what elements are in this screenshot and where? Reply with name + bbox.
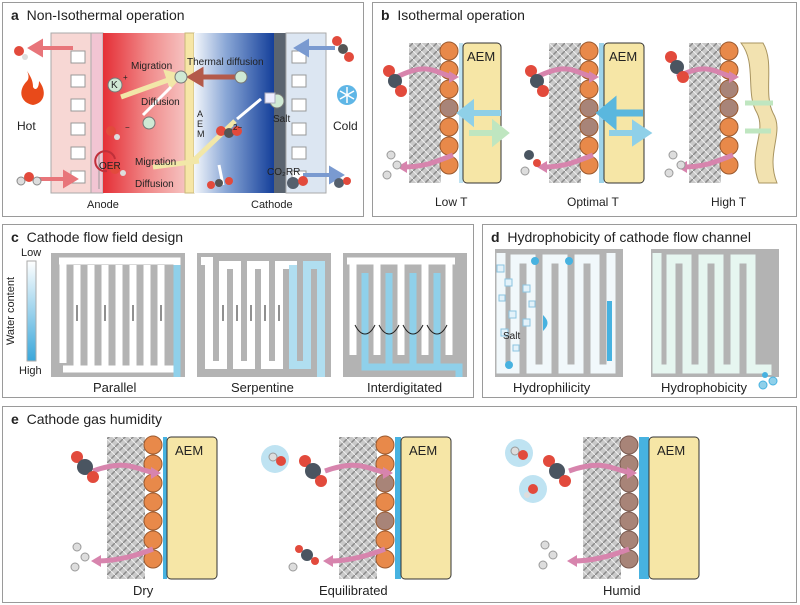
cathode-cold-region — [194, 33, 274, 193]
optimal-t-label: Optimal T — [567, 195, 619, 209]
superscript-2minus-a: 2− — [233, 123, 243, 132]
serpentine-label: Serpentine — [231, 380, 294, 395]
hot-label: Hot — [17, 119, 36, 133]
legend-axis-label: Water content — [5, 276, 18, 346]
migration-label-1: Migration — [131, 61, 173, 72]
panel-a-title: a Non-Isothermal operation — [11, 7, 185, 23]
salt-label-a: Salt — [273, 114, 291, 125]
hydrophobic-channel — [651, 249, 779, 390]
dry-label: Dry — [133, 583, 154, 598]
panel-e-title: e Cathode gas humidity — [11, 411, 162, 427]
aem-label-b1: AEM — [467, 49, 496, 64]
legend-high-label: High — [19, 365, 42, 377]
interdigitated-flow-field — [343, 253, 467, 377]
panel-a: a Non-Isothermal operation — [2, 2, 364, 217]
panel-d-graphic — [495, 249, 779, 390]
panel-c-title: c Cathode flow field design — [11, 229, 184, 245]
panel-e: e Cathode gas humidity — [2, 406, 797, 603]
humid-label: Humid — [603, 583, 641, 598]
panel-c: c Cathode flow field design — [2, 224, 474, 398]
aem-label-a: A E M — [197, 109, 205, 139]
cell-humid — [505, 435, 700, 580]
panel-b-title: b Isothermal operation — [381, 7, 525, 23]
serpentine-flow-field — [197, 253, 331, 377]
molecules-a — [14, 36, 354, 189]
panel-d-title: d Hydrophobicity of cathode flow channel — [491, 229, 751, 245]
cell-dry — [70, 435, 218, 580]
cell-optimal-t — [520, 41, 653, 184]
panel-c-graphic — [26, 253, 467, 377]
cold-label: Cold — [333, 119, 358, 133]
k-label: K — [111, 80, 118, 91]
oer-label: OER — [99, 161, 121, 172]
flame-icon — [21, 71, 44, 105]
hydrophilic-channel — [495, 249, 623, 377]
anode-label: Anode — [87, 199, 119, 211]
hydrophobicity-label: Hydrophobicity — [661, 380, 747, 395]
migration-label-2: Migration — [135, 157, 177, 168]
cell-high-t — [664, 41, 778, 184]
oer-loop-arrow — [94, 150, 116, 173]
parallel-label: Parallel — [93, 380, 137, 395]
aem-label-b2: AEM — [609, 49, 638, 64]
diffusion-label-2: Diffusion — [135, 179, 174, 190]
hydrophilicity-label: Hydrophilicity — [513, 380, 591, 395]
diffusion-label-1: Diffusion — [141, 97, 180, 108]
aem-label-e2: AEM — [409, 443, 438, 458]
cell-low-t — [382, 41, 510, 184]
water-content-legend-bar — [26, 260, 37, 362]
cathode-label: Cathode — [251, 199, 293, 211]
aem-label-e1: AEM — [175, 443, 204, 458]
superscript-plus-a: + — [123, 73, 128, 82]
parallel-flow-field — [51, 253, 185, 377]
salt-label-d: Salt — [503, 331, 521, 342]
superscript-minus-a: − — [125, 123, 130, 132]
equilibrated-label: Equilibrated — [319, 583, 388, 598]
legend-low-label: Low — [21, 247, 42, 259]
interdigitated-label: Interdigitated — [367, 380, 443, 395]
panel-b: b Isothermal operation — [372, 2, 797, 217]
cathode-layer — [274, 33, 286, 193]
low-t-label: Low T — [435, 195, 468, 209]
panel-b-graphic — [382, 41, 778, 184]
thermal-diffusion-label: Thermal diffusion — [187, 57, 264, 68]
cell-equilibrated — [261, 435, 452, 580]
co2rr-label: CO₂RR — [267, 167, 301, 178]
panel-d: d Hydrophobicity of cathode flow channel… — [482, 224, 797, 398]
panel-a-graphic — [14, 32, 357, 194]
panel-e-graphic — [70, 435, 700, 580]
high-t-label: High T — [711, 195, 747, 209]
aem-label-e3: AEM — [657, 443, 686, 458]
